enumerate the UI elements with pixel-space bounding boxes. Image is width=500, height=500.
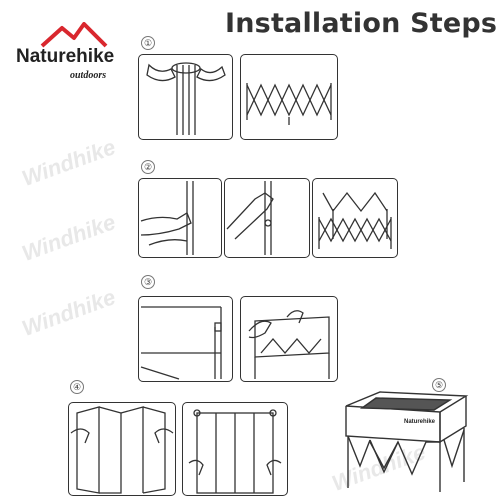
step-4-panel-b bbox=[182, 402, 288, 496]
step-3-panel-a bbox=[138, 296, 233, 382]
scissor-frame-icon bbox=[246, 83, 332, 125]
watermark: Windhike bbox=[18, 284, 119, 341]
folded-frame-icon bbox=[146, 62, 226, 135]
step-2-panel-c bbox=[312, 178, 398, 258]
brand-subtitle: outdoors bbox=[70, 70, 107, 81]
step-1-panel-b bbox=[240, 54, 338, 140]
step-1-panel-a bbox=[138, 54, 233, 140]
hand-pole-icon bbox=[226, 181, 274, 255]
step-3-panel-b bbox=[240, 296, 338, 382]
brand-name: Naturehike bbox=[16, 46, 115, 67]
step-4-panel-a bbox=[68, 402, 176, 496]
step-2-panel-a bbox=[138, 178, 222, 258]
hand-lock-icon bbox=[140, 181, 194, 255]
watermark: Windhike bbox=[18, 134, 119, 191]
product-label: Naturehike bbox=[404, 419, 436, 425]
step-number-4: ④ bbox=[70, 380, 84, 394]
brand-logo-icon bbox=[40, 22, 120, 48]
page-title: Installation Steps bbox=[225, 8, 498, 39]
step-number-3: ③ bbox=[141, 275, 155, 289]
step-number-2: ② bbox=[141, 160, 155, 174]
flat-panel-icon bbox=[188, 409, 282, 494]
fabric-attach-icon bbox=[140, 306, 222, 380]
folding-panel-icon bbox=[70, 406, 174, 494]
assembled-firepit-icon bbox=[340, 386, 472, 494]
watermark: Windhike bbox=[18, 209, 119, 266]
step-2-panel-b bbox=[224, 178, 310, 258]
fabric-pull-icon bbox=[248, 310, 330, 379]
open-frame-icon bbox=[318, 191, 392, 249]
step-number-1: ① bbox=[141, 36, 155, 50]
step-number-5: ⑤ bbox=[432, 378, 446, 392]
